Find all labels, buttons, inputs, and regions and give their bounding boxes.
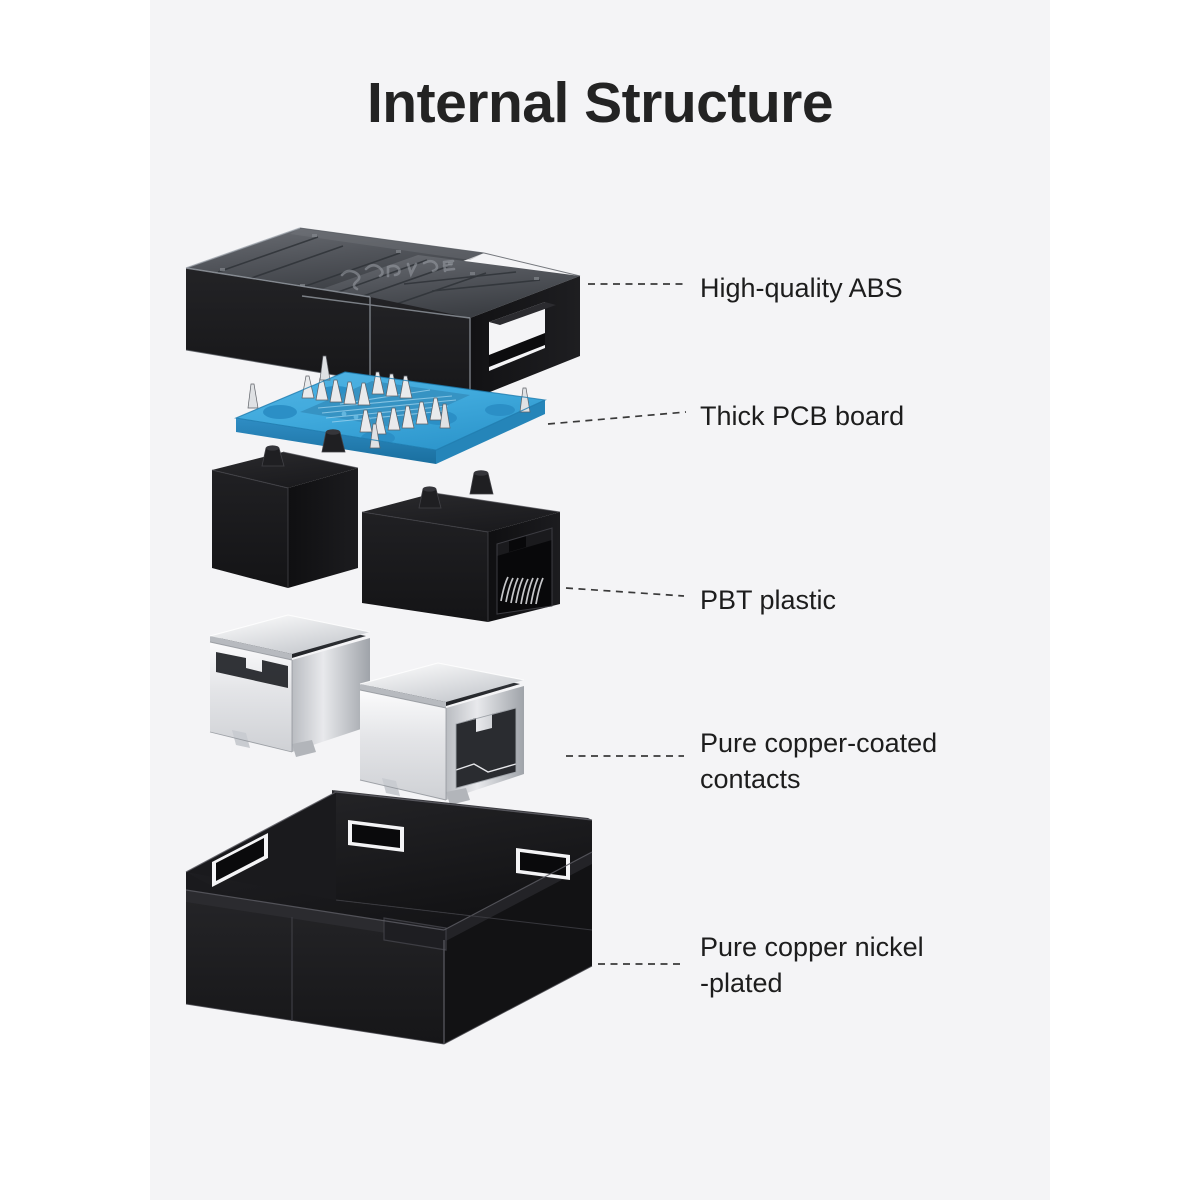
- label-pure-copper-nickel-plated: Pure copper nickel -plated: [700, 932, 924, 998]
- rj45-port: [496, 527, 553, 615]
- layer-bottom-housing: [185, 790, 593, 1045]
- pcb-pins-front: [359, 397, 443, 435]
- leader-line-pbt: [565, 587, 685, 597]
- housing-latch-slots: [348, 820, 570, 880]
- layer-pbt-plastic: [211, 429, 561, 622]
- label-high-quality-abs: High-quality ABS: [700, 273, 903, 303]
- layer-pcb-board: [234, 355, 547, 464]
- label-thick-pcb-board: Thick PCB board: [700, 401, 905, 431]
- label-pure-copper-coated-contacts: Pure copper-coated contacts: [700, 728, 938, 794]
- shield-can-right: [359, 662, 525, 805]
- layer-metal-shields: [209, 614, 525, 805]
- shield-can-left: [209, 614, 371, 757]
- pbt-body-left: [211, 429, 359, 588]
- page-title: Internal Structure: [366, 71, 834, 135]
- shield-rj45-cutout: [455, 707, 517, 789]
- layer-abs-top-shell: [185, 227, 581, 400]
- leader-line-pcb: [547, 411, 687, 425]
- pbt-body-right: [361, 470, 561, 622]
- label-pbt-plastic: PBT plastic: [700, 585, 837, 615]
